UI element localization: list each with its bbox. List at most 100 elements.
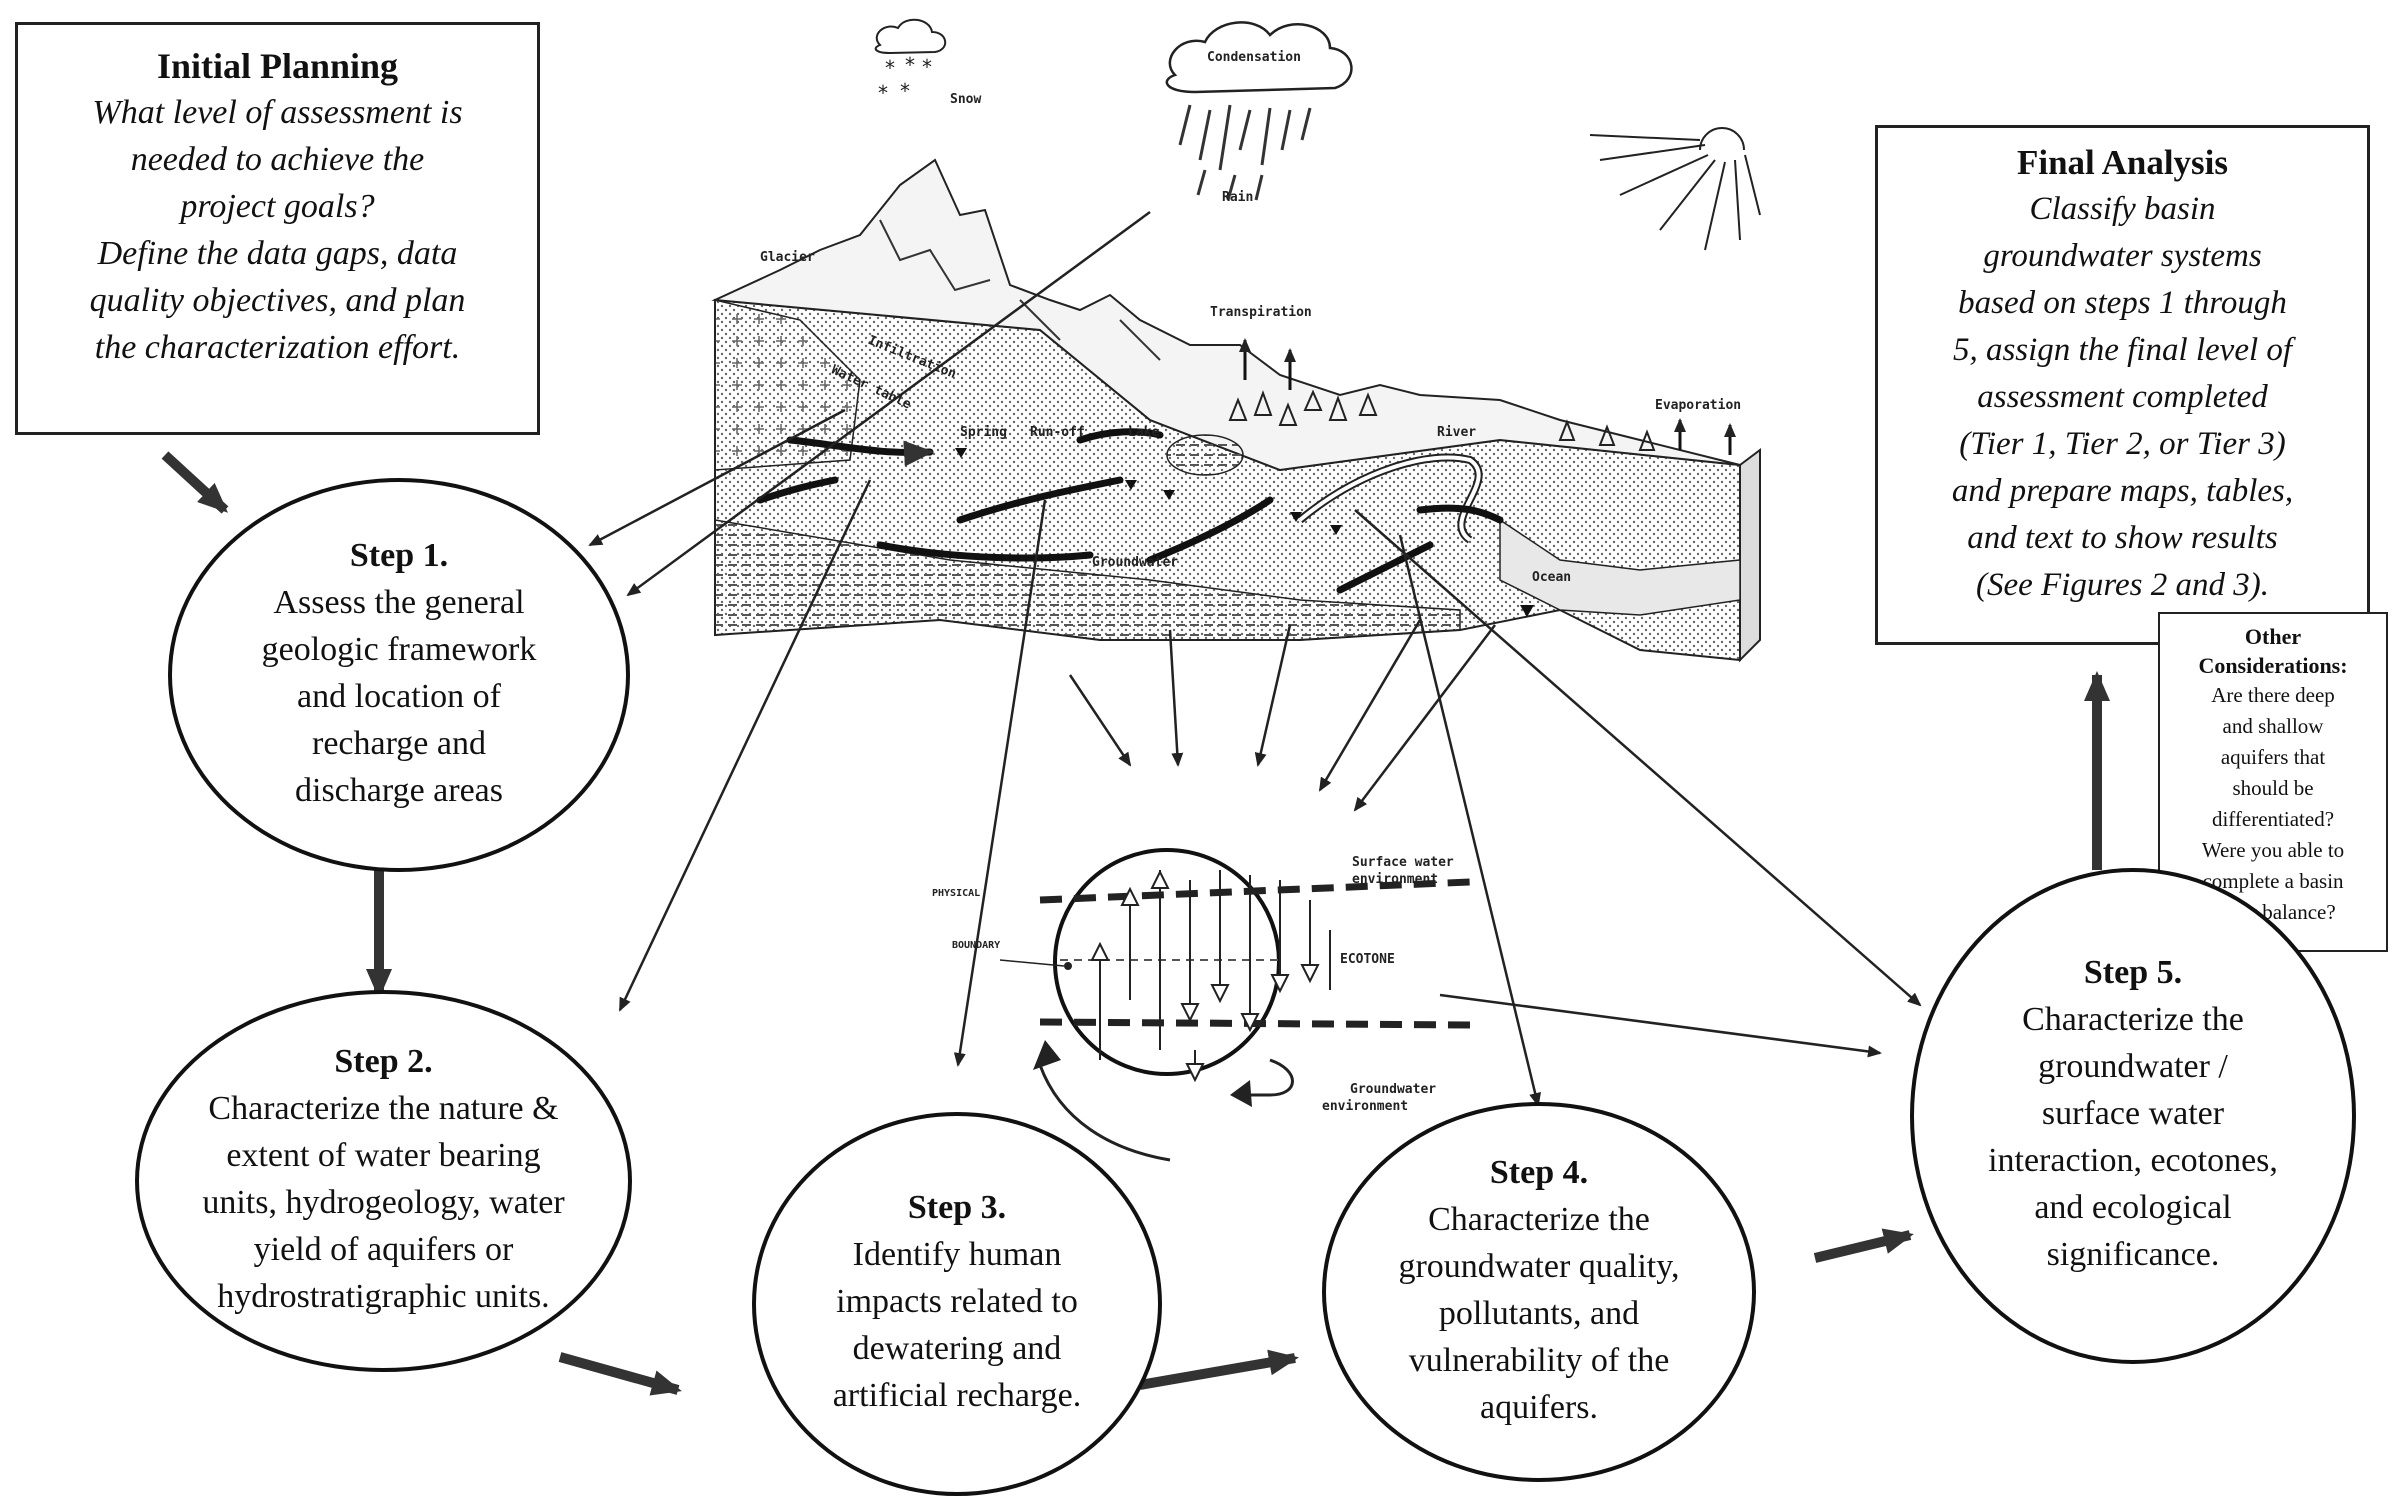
step-1-ellipse: Step 1. Assess the general geologic fram… <box>168 478 630 872</box>
final-analysis-line: (Tier 1, Tier 2, or Tier 3) <box>1959 426 2286 462</box>
connector-down-5 <box>1353 624 1496 812</box>
step-5-title: Step 5. <box>2083 954 2183 991</box>
initial-planning-line: quality objectives, and plan <box>89 282 466 319</box>
step-4-line: vulnerability of the <box>1408 1341 1670 1379</box>
block-right-face <box>1739 448 1761 663</box>
snow-cloud <box>874 18 947 55</box>
water-table-markers <box>955 448 1534 617</box>
svg-text:*: * <box>878 81 888 105</box>
connector-to-step3 <box>953 499 1047 1067</box>
final-analysis-line: based on steps 1 through <box>1958 285 2287 321</box>
connector-down-1 <box>1068 674 1132 767</box>
ecotone-label-surface: Surface water <box>1352 855 1454 870</box>
ecotone-label-surface-env: environment <box>1352 872 1439 887</box>
arrow-step2-to-step3 <box>558 1352 682 1396</box>
step-1-title: Step 1. <box>349 536 449 574</box>
ecotone-label-boundary: BOUNDARY <box>952 940 1001 951</box>
step-2-line: extent of water bearing <box>226 1136 541 1174</box>
step-4-line: aquifers. <box>1479 1388 1598 1426</box>
final-analysis-title: Final Analysis <box>2016 143 2229 182</box>
groundwater-flow-arrows <box>756 428 1504 594</box>
label-river: River <box>1437 425 1477 440</box>
initial-planning-line: the characterization effort. <box>94 329 461 366</box>
initial-planning-title: Initial Planning <box>156 46 399 86</box>
other-considerations-line: differentiated? <box>2211 807 2335 831</box>
connector-to-step4 <box>1398 534 1542 1107</box>
other-considerations-line: should be <box>2232 776 2314 800</box>
initial-planning-line: project goals? <box>180 188 375 225</box>
other-considerations-line: Are there deep <box>2211 683 2335 707</box>
ecotone-circle <box>1053 848 1281 1076</box>
step-3-line: dewatering and <box>852 1330 1062 1367</box>
step-5-ellipse: Step 5. Characterize the groundwater / s… <box>1910 868 2356 1364</box>
ecotone-label-groundwater-env: environment <box>1322 1099 1409 1114</box>
label-ocean: Ocean <box>1532 570 1572 585</box>
step-5-line: surface water <box>2041 1095 2225 1132</box>
label-evaporation: Evaporation <box>1655 398 1742 413</box>
connector-rain-to-step1 <box>626 210 1151 597</box>
connector-down-3 <box>1254 624 1292 767</box>
step-4-line: groundwater quality, <box>1398 1247 1680 1285</box>
crystalline-rock <box>714 299 861 471</box>
final-analysis-line: assessment completed <box>1977 379 2268 415</box>
connector-to-step2 <box>618 479 872 1012</box>
step-2-title: Step 2. <box>334 1042 433 1080</box>
step-2-line: Characterize the nature & <box>208 1089 559 1127</box>
label-rain: Rain <box>1222 190 1254 205</box>
lake <box>1166 434 1244 476</box>
circulation-arrow-left <box>1038 1064 1171 1162</box>
other-considerations-line: aquifers that <box>2220 745 2326 769</box>
connector-ecotone-to-step5 <box>1439 993 1882 1058</box>
arrow-step4-to-step5 <box>1813 1228 1914 1263</box>
step-3-title: Step 3. <box>907 1189 1007 1226</box>
label-glacier: Glacier <box>760 250 815 265</box>
step-3-line: artificial recharge. <box>832 1377 1082 1414</box>
ocean <box>1499 518 1741 616</box>
ecotone-vertical-arrows <box>1090 869 1320 1083</box>
initial-planning-line: needed to achieve the <box>130 141 425 178</box>
connector-down-4 <box>1318 619 1422 792</box>
step-1-line: and location of <box>297 677 501 715</box>
initial-planning-box: Initial Planning What level of assessmen… <box>15 22 540 435</box>
ecotone-label-physical: PHYSICAL <box>932 888 981 899</box>
step-4-line: Characterize the <box>1428 1200 1650 1238</box>
label-lake: Lake <box>1128 425 1160 440</box>
step-3-line: impacts related to <box>836 1283 1078 1320</box>
circulation-arrow-right <box>1250 1058 1294 1097</box>
cloud <box>1165 21 1353 94</box>
connector-to-step5 <box>1354 509 1922 1007</box>
label-condensation: Condensation <box>1207 50 1301 65</box>
block-lower-layer <box>714 519 1461 641</box>
rain-lines <box>1178 104 1312 201</box>
step-5-line: significance. <box>2046 1236 2220 1273</box>
connector-to-step1-a <box>588 408 846 547</box>
other-considerations-line: complete a basin <box>2202 869 2344 893</box>
step-1-line: geologic framework <box>261 630 537 668</box>
step-5-line: Characterize the <box>2022 1001 2244 1038</box>
label-transpiration: Transpiration <box>1210 305 1312 320</box>
label-runoff: Run-off <box>1030 425 1085 440</box>
ecotone-label-groundwater: Groundwater <box>1350 1082 1437 1097</box>
ecotone-label-ecotone: ECOTONE <box>1340 952 1395 967</box>
other-considerations-line: Were you able to <box>2201 838 2345 862</box>
step-5-line: and ecological <box>2034 1189 2232 1226</box>
snowflakes: *** ** <box>878 53 932 105</box>
other-considerations-box: Other Considerations: Are there deep and… <box>2158 612 2388 952</box>
step-4-line: pollutants, and <box>1438 1294 1640 1332</box>
svg-text:*: * <box>905 53 915 77</box>
step-5-line: groundwater / <box>2038 1048 2228 1085</box>
final-analysis-line: Classify basin <box>2029 191 2216 227</box>
label-snow: Snow <box>950 92 982 107</box>
step-4-title: Step 4. <box>1489 1153 1589 1191</box>
other-considerations-line: and shallow <box>2222 714 2324 738</box>
arrow-step3-to-step4 <box>1139 1349 1299 1390</box>
initial-planning-line: What level of assessment is <box>92 94 463 131</box>
mountains <box>711 158 1741 472</box>
other-considerations-title: Other <box>2244 624 2302 649</box>
trees <box>1228 389 1656 451</box>
step-2-ellipse: Step 2. Characterize the nature & extent… <box>135 990 632 1372</box>
final-analysis-line: 5, assign the final level of <box>1952 332 2293 368</box>
label-spring: Spring <box>960 425 1007 440</box>
final-analysis-line: (See Figures 2 and 3). <box>1976 567 2269 603</box>
connector-lines <box>588 210 1922 1107</box>
